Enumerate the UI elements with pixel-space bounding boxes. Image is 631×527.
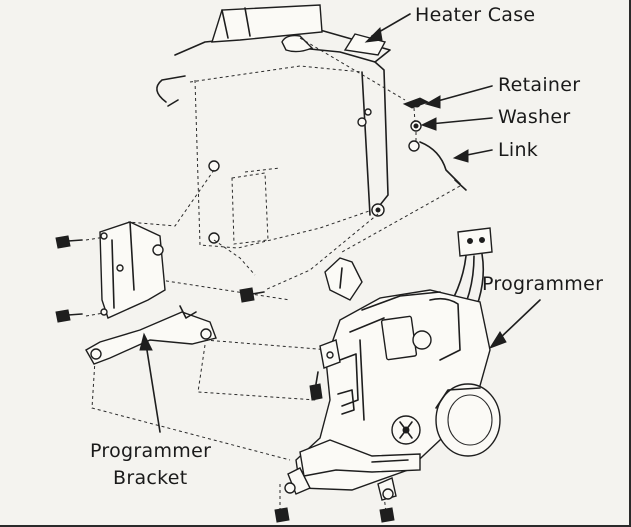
heater-case [156, 4, 420, 249]
screw [274, 507, 290, 523]
programmer-unit [284, 227, 501, 501]
heater-case-label: Heater Case [415, 4, 536, 26]
link-part [419, 141, 467, 191]
screw [309, 371, 323, 401]
programmer-bracket [85, 221, 217, 365]
link-label: Link [498, 139, 539, 161]
screws [55, 235, 395, 523]
screw [379, 507, 395, 523]
programmer-bracket-label-line2: Bracket [113, 467, 188, 489]
retainer-part [402, 97, 430, 109]
washer-part [410, 120, 422, 132]
assembly-lines [85, 37, 461, 513]
washer-label: Washer [498, 106, 571, 128]
programmer-bracket-label-line1: Programmer [90, 440, 212, 462]
screw [55, 309, 83, 323]
retainer-label: Retainer [498, 74, 581, 96]
programmer-label: Programmer [482, 273, 604, 295]
leader-lines [139, 13, 541, 433]
screw [55, 235, 83, 249]
screw [239, 287, 265, 303]
